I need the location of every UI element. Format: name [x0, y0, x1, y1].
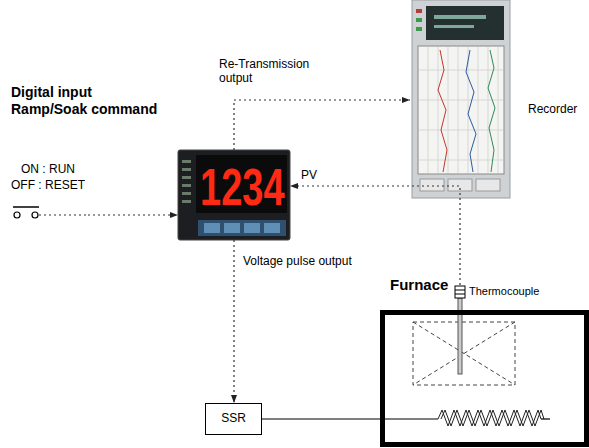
recorder-illustration-part — [418, 46, 504, 174]
signal-arrow — [233, 240, 234, 403]
recorder-illustration — [412, 0, 510, 198]
thermocouple-probe-part — [455, 286, 465, 298]
furnace-interior-part — [441, 410, 544, 426]
recorder-illustration-part — [416, 18, 422, 22]
recorder-illustration-part — [416, 27, 422, 31]
controller-illustration-part — [264, 223, 280, 233]
recorder-illustration-part-part — [478, 47, 479, 173]
signal-label: PV — [300, 169, 318, 183]
recorder-illustration-part-part — [448, 47, 449, 173]
recorder-illustration-part-part — [419, 100, 503, 101]
switch-symbol-part — [14, 212, 20, 218]
temperature-controller-text: 1234 — [200, 162, 285, 213]
thermocouple-probe — [455, 286, 465, 374]
furnace: Furnace — [380, 310, 589, 447]
recorder-illustration-part — [420, 179, 444, 191]
switch-symbol — [13, 207, 88, 218]
thermocouple-text: Thermocouple — [469, 285, 539, 298]
furnace-interior-part — [541, 418, 550, 419]
run-reset-switch-text: ON : RUN — [8, 163, 88, 177]
furnace-text: Furnace — [390, 276, 448, 293]
controller-illustration — [178, 150, 290, 240]
power-wire — [262, 418, 380, 419]
recorder-illustration-part-part — [419, 130, 503, 131]
controller-illustration-part — [182, 192, 191, 195]
recorder-illustration-part — [466, 50, 476, 172]
controller-illustration-part — [178, 150, 290, 240]
controller-illustration-part — [224, 223, 240, 233]
controller-illustration-part — [182, 160, 191, 163]
recorder-illustration-part-part — [438, 47, 439, 173]
recorder-illustration-part — [476, 179, 500, 191]
temperature-controller: 1234 — [178, 150, 290, 240]
controller-illustration-part — [182, 200, 191, 203]
controller-illustration-part — [204, 223, 220, 233]
signal-label: Voltage pulse output — [242, 255, 353, 269]
recorder-illustration-part — [488, 50, 495, 172]
recorder-illustration-part-part — [488, 47, 489, 173]
furnace-interior-part — [413, 322, 515, 385]
controller-illustration-part — [196, 155, 287, 213]
recorder-illustration-part — [434, 25, 474, 28]
signal-arrow — [88, 214, 178, 215]
recorder-illustration-part-part — [458, 47, 459, 173]
controller-illustration-part — [244, 223, 260, 233]
switch-symbol-part — [39, 214, 88, 215]
recorder-text: Recorder — [528, 103, 577, 117]
thermocouple-probe-part — [455, 294, 465, 295]
switch-symbol-part — [32, 212, 38, 218]
signal-arrow — [234, 100, 410, 150]
recorder-illustration-part-part — [468, 47, 469, 173]
recorder-illustration-part — [426, 6, 504, 40]
recorder-illustration-part — [416, 9, 422, 13]
switch-symbol-part — [13, 206, 39, 208]
ssr-box: SSR — [205, 403, 262, 435]
thermocouple-probe-part — [455, 290, 465, 291]
recorder: Recorder — [410, 0, 585, 200]
recorder-illustration-part-part — [419, 160, 503, 161]
input-heading: Digital input — [10, 84, 93, 100]
furnace-interior — [383, 322, 550, 426]
recorder-illustration-part — [419, 47, 503, 173]
furnace-interior-part — [413, 322, 515, 385]
recorder-illustration-part-part — [428, 47, 429, 173]
thermocouple: Thermocouple — [454, 285, 542, 299]
controller-illustration-part — [182, 184, 191, 187]
ssr-box-text: SSR — [221, 412, 246, 426]
recorder-illustration-part-part — [498, 47, 499, 173]
recorder-illustration-part — [438, 50, 447, 172]
signal-arrow — [290, 186, 460, 285]
controller-illustration-part — [182, 168, 191, 171]
furnace-interior-part — [413, 322, 515, 385]
input-heading: Ramp/Soak command — [10, 101, 158, 117]
recorder-illustration-part — [412, 0, 510, 198]
controller-illustration-part — [198, 220, 286, 236]
controller-illustration-part — [182, 176, 191, 179]
furnace-interior-part — [383, 418, 438, 419]
run-reset-switch: ON : RUN OFF : RESET — [8, 163, 88, 221]
recorder-illustration-part — [434, 15, 486, 19]
signal-label: Re-Transmission output — [218, 58, 320, 86]
run-reset-switch-text: OFF : RESET — [8, 179, 88, 193]
recorder-illustration-part-part — [419, 70, 503, 71]
